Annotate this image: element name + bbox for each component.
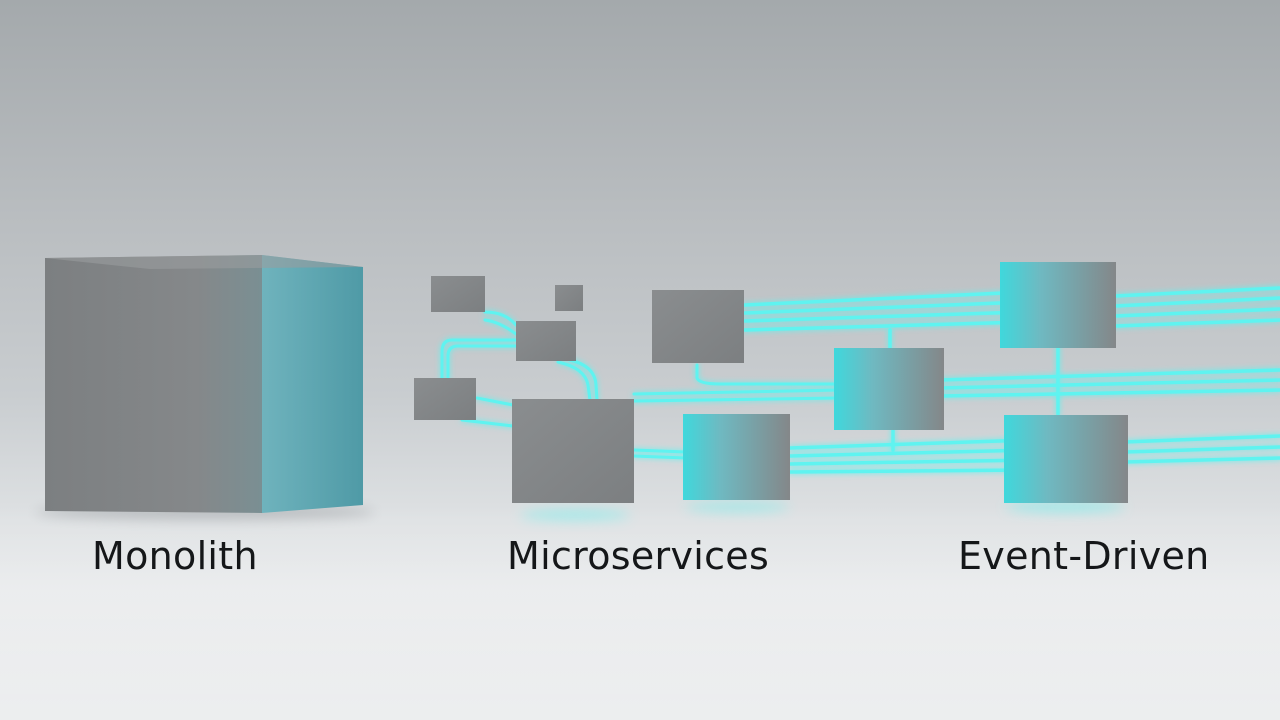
event-stream-lines <box>743 286 1280 474</box>
event-cube-1 <box>834 348 944 430</box>
event-driven-label: Event-Driven <box>958 534 1210 578</box>
micro-cube-4 <box>414 378 476 420</box>
microservices-connectors <box>440 310 842 460</box>
floor <box>0 505 1280 720</box>
micro-cube-3 <box>516 321 576 361</box>
microservices-label: Microservices <box>507 534 770 578</box>
micro-cube-6 <box>652 290 744 363</box>
event-cube-3 <box>1004 415 1128 503</box>
micro-cube-7 <box>683 414 790 500</box>
event-cube-2 <box>1000 262 1116 348</box>
monolith-cube <box>35 255 375 520</box>
monolith-label: Monolith <box>92 534 258 578</box>
micro-cube-1 <box>431 276 485 312</box>
micro-cube-5 <box>512 399 634 503</box>
event-driven-cubes <box>834 262 1128 512</box>
microservices-cubes <box>414 276 790 520</box>
micro-cube-2 <box>555 285 583 311</box>
